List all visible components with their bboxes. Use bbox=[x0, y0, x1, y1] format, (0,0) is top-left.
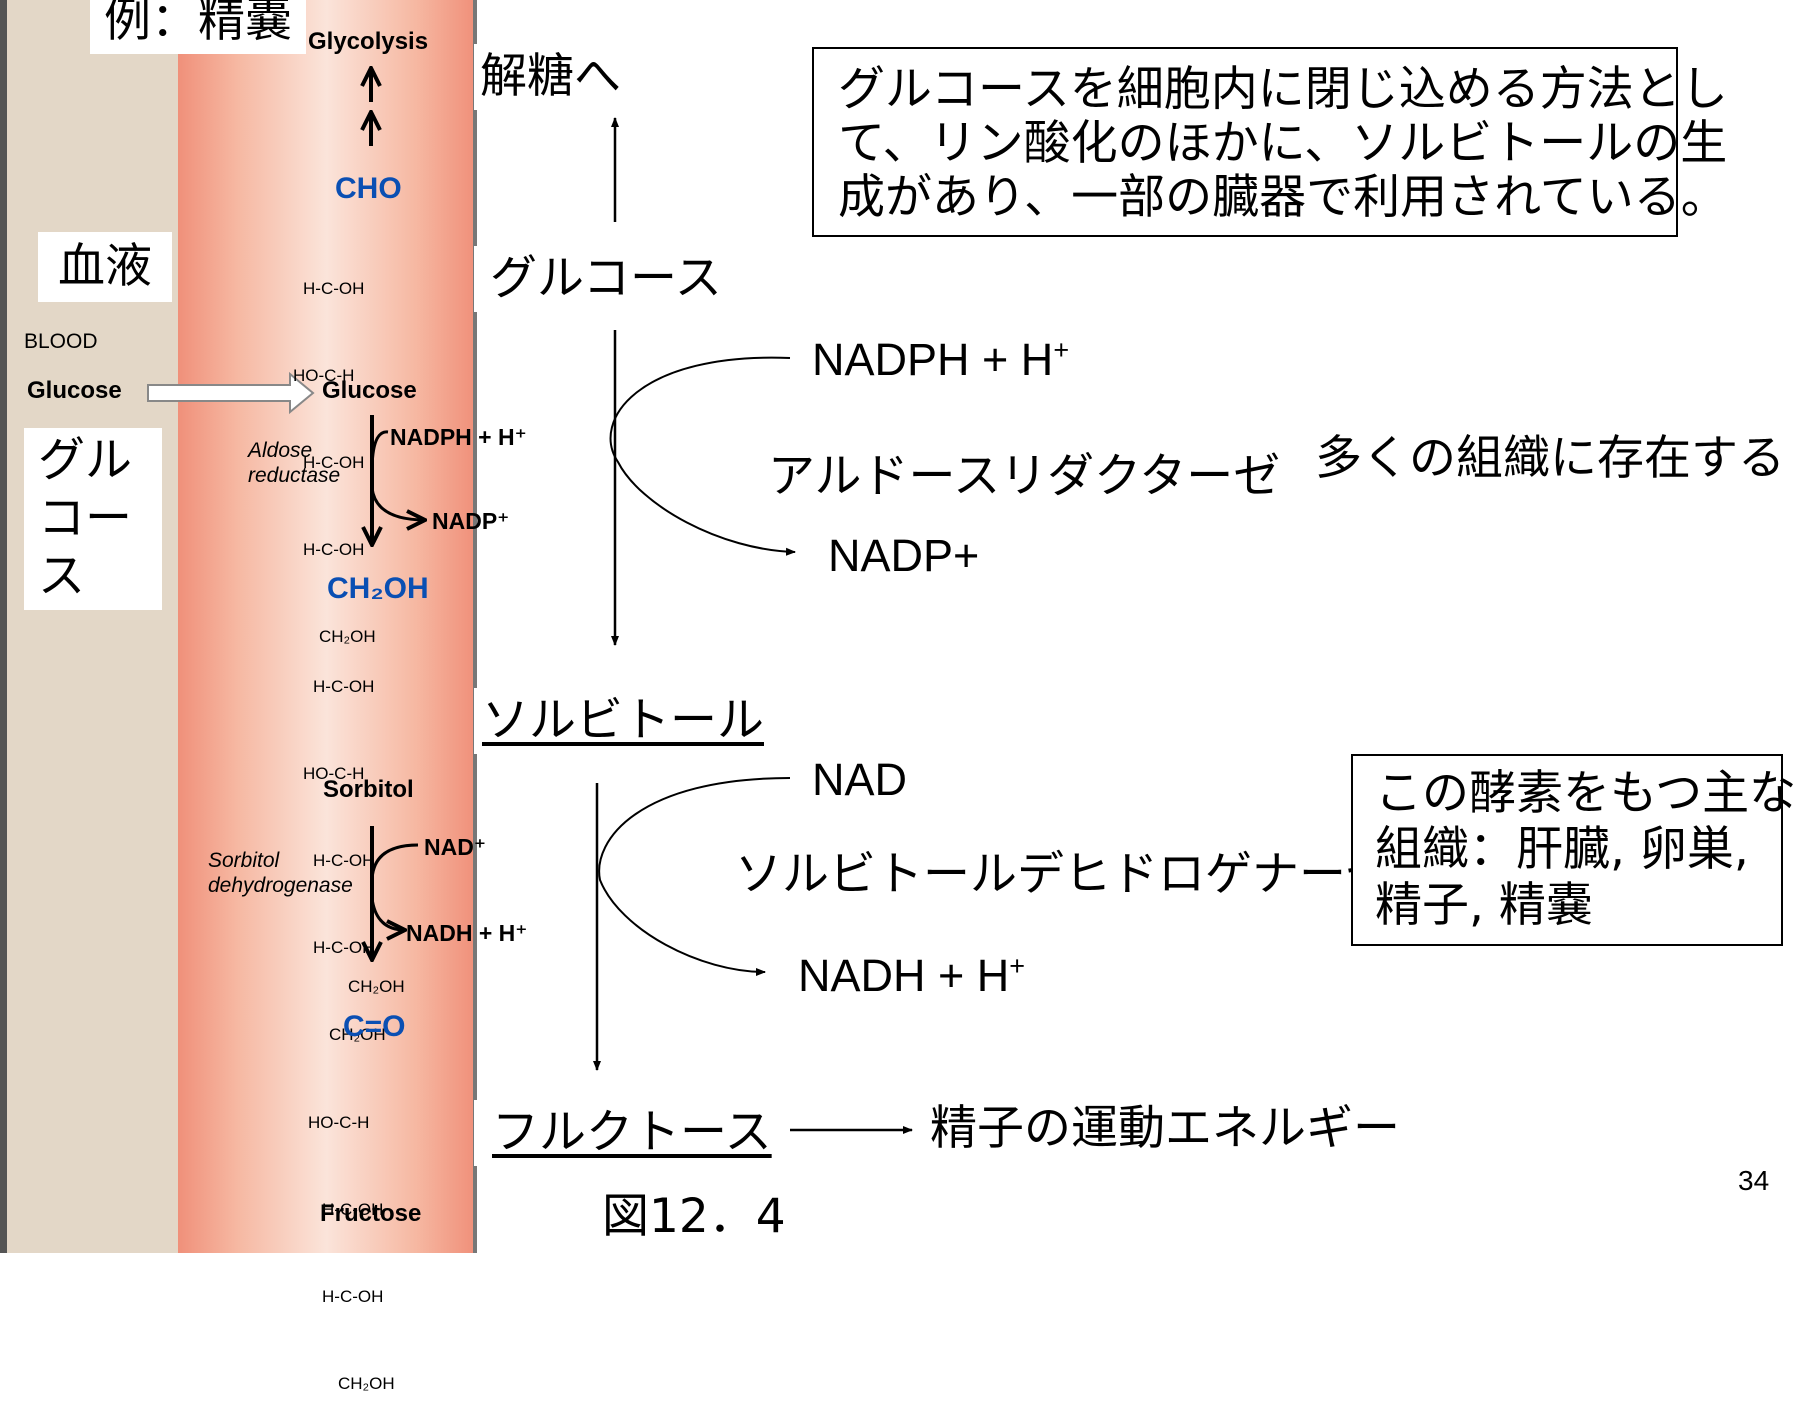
fructose-line: H-C-OH bbox=[322, 1287, 384, 1306]
r1-enzyme-label: アルドースリダクターゼ bbox=[768, 449, 1281, 504]
glucose-line: CH₂OH bbox=[319, 627, 376, 646]
fig-nadh-label: NADH + H⁺ bbox=[406, 920, 528, 946]
sorbitol-structure: H-C-OH HO-C-H H-C-OH H-C-OH CH₂OH bbox=[303, 614, 386, 1078]
glucose-line: HO-C-H bbox=[293, 366, 355, 385]
r2-cofactor-out: NADH + H+ bbox=[798, 950, 1025, 1002]
sorbitol-line: H-C-OH bbox=[313, 851, 375, 870]
sperm-energy-label: 精子の運動エネルギー bbox=[930, 1101, 1400, 1156]
r2-enzyme-label: ソルビトールデヒドロゲナーゼ bbox=[735, 847, 1393, 902]
enzyme-line: Sorbitol bbox=[208, 849, 280, 872]
note-line: 精子, 精嚢 bbox=[1375, 878, 1593, 933]
cell-right-border bbox=[473, 0, 477, 1253]
glucose-jp-line: グル bbox=[38, 433, 132, 488]
fructose-line: HO-C-H bbox=[308, 1113, 370, 1132]
glucose-line: H-C-OH bbox=[303, 279, 365, 298]
note-line: この酵素をもつ主な bbox=[1375, 766, 1797, 821]
fructose-top: CH₂OH bbox=[348, 977, 405, 996]
glucose-blood-label: Glucose bbox=[27, 377, 122, 404]
note-line: て、リン酸化のほかに、ソルビトールの生 bbox=[838, 116, 1728, 171]
sorbitol-line: HO-C-H bbox=[303, 764, 365, 783]
note-box-tissues: この酵素をもつ主な 組織：肝臓, 卵巣, 精子, 精嚢 bbox=[1351, 754, 1797, 946]
aldose-reductase-label: Aldose reductase bbox=[248, 438, 340, 488]
blood-region bbox=[0, 0, 178, 1253]
glucose-jp-line: コー bbox=[38, 491, 132, 546]
glucose-line: H-C-OH bbox=[303, 540, 365, 559]
glucose-jp-label: グル コー ス bbox=[24, 428, 162, 610]
r1-cofactor-in: NADPH + H+ bbox=[812, 334, 1069, 386]
to-glycolysis-label: 解糖へ bbox=[474, 44, 627, 110]
diagram-arrows bbox=[147, 0, 913, 1134]
figure-left-border bbox=[0, 0, 7, 1253]
sorbitol-dehydrogenase-label: Sorbitol dehydrogenase bbox=[208, 848, 353, 898]
figure-sdh-arrows bbox=[372, 826, 419, 960]
enzyme-line: Aldose bbox=[248, 439, 313, 462]
note-line: グルコースを細胞内に閉じ込める方法とし bbox=[838, 62, 1728, 117]
curve-reaction2 bbox=[598, 777, 791, 976]
sorbitol-line: H-C-OH bbox=[313, 677, 375, 696]
blood-jp-label: 血液 bbox=[38, 232, 172, 302]
note-box-trapping: グルコースを細胞内に閉じ込める方法とし て、リン酸化のほかに、ソルビトールの生 … bbox=[812, 47, 1728, 237]
r2-cofactor-out-text: NADH + H bbox=[798, 950, 1010, 1001]
glucose-line: H-C-OH bbox=[303, 453, 365, 472]
page-number: 34 bbox=[1738, 1165, 1770, 1196]
sorbitol-line: CH₂OH bbox=[329, 1025, 386, 1044]
corner-label: 例：精嚢 bbox=[90, 0, 306, 54]
r2-cofactor-in: NAD bbox=[812, 754, 908, 805]
sorbitol-fig-label: Sorbitol bbox=[323, 776, 414, 803]
fructose-label: フルクトース bbox=[474, 1100, 790, 1166]
r2-cofactor-out-sup: + bbox=[1009, 951, 1026, 981]
co-formula: C=O bbox=[343, 1010, 406, 1043]
fructose-structure: HO-C-H H-C-OH H-C-OH CH₂OH bbox=[308, 1050, 395, 1427]
curve-reaction1 bbox=[609, 356, 796, 556]
fructose-line: H-C-OH bbox=[322, 1200, 384, 1219]
sorbitol-label: ソルビトール bbox=[474, 688, 772, 754]
sorbitol-line: H-C-OH bbox=[313, 938, 375, 957]
figure-aldose-arrows bbox=[372, 415, 425, 545]
transport-arrow bbox=[147, 371, 315, 415]
fructose-fig-label: Fructose bbox=[320, 1200, 422, 1227]
glucose-cell-label: Glucose bbox=[322, 377, 417, 404]
r1-note: 多くの組織に存在する bbox=[1315, 431, 1785, 486]
fig-nadp-label: NADP⁺ bbox=[432, 508, 510, 534]
fig-nadph-label: NADPH + H⁺ bbox=[390, 424, 527, 450]
ch2oh-formula: CH₂OH bbox=[327, 572, 429, 605]
enzyme-line: dehydrogenase bbox=[208, 874, 353, 897]
fig-nad-label: NAD⁺ bbox=[424, 834, 486, 860]
r1-cofactor-out: NADP+ bbox=[828, 530, 980, 581]
blood-label: BLOOD bbox=[24, 330, 98, 353]
glycolysis-label: Glycolysis bbox=[308, 28, 429, 55]
cell-region bbox=[178, 0, 475, 1253]
note-line: 組織：肝臓, 卵巣, bbox=[1375, 822, 1749, 877]
r1-cofactor-in-sup: + bbox=[1053, 335, 1070, 365]
glucose-label: グルコース bbox=[474, 246, 738, 312]
r1-cofactor-in-text: NADPH + H bbox=[812, 334, 1054, 385]
note-line: 成があり、一部の臓器で利用されている。 bbox=[838, 170, 1728, 225]
fructose-line: CH₂OH bbox=[338, 1374, 395, 1393]
glucose-structure: H-C-OH HO-C-H H-C-OH H-C-OH CH₂OH bbox=[293, 216, 376, 680]
cho-formula: CHO bbox=[335, 172, 402, 205]
glucose-jp-line: ス bbox=[38, 549, 85, 604]
enzyme-line: reductase bbox=[248, 464, 341, 487]
figure-number: 図12．4 bbox=[602, 1189, 786, 1244]
